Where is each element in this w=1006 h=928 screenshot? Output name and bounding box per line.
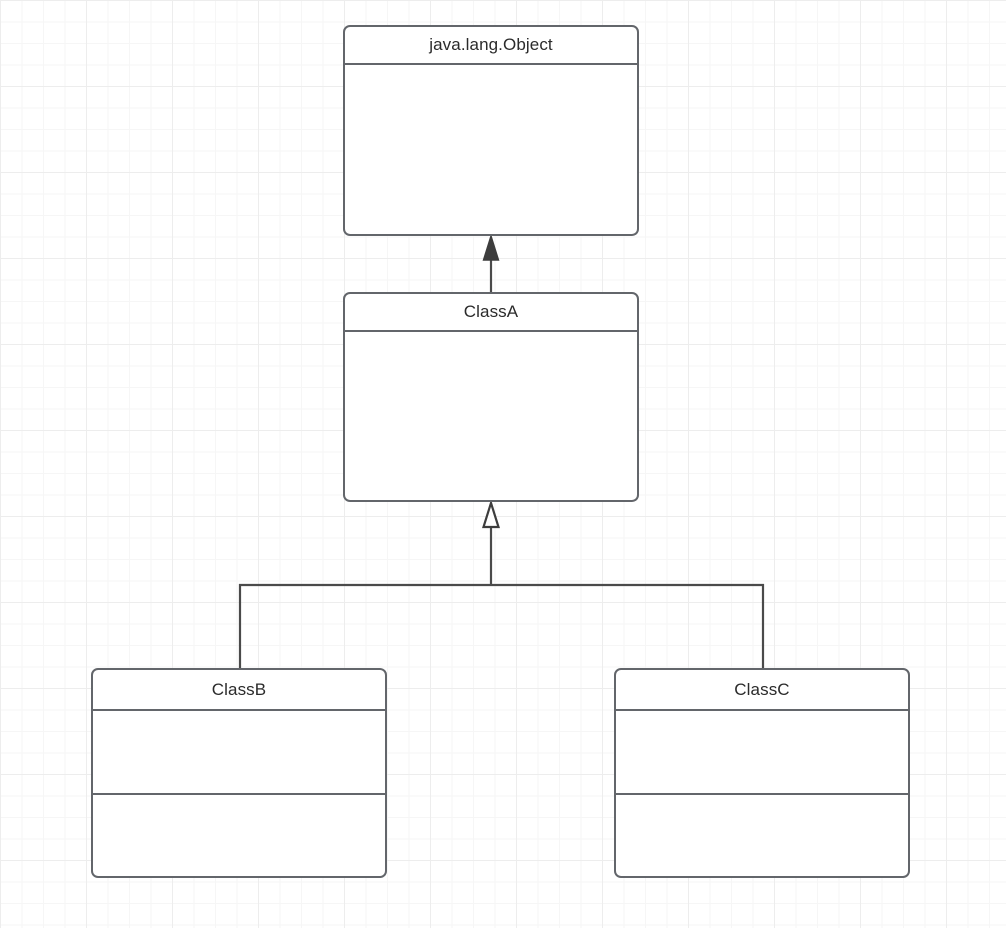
uml-class-box-classA[interactable]: ClassA	[343, 292, 639, 502]
class-name-classA: ClassA	[345, 294, 637, 332]
filled-triangle-arrowhead	[482, 233, 500, 261]
uml-class-box-classC[interactable]: ClassC	[614, 668, 910, 878]
uml-class-box-object[interactable]: java.lang.Object	[343, 25, 639, 236]
class-compartment-classC-operations	[616, 795, 908, 876]
class-name-classB: ClassB	[93, 670, 385, 711]
edge-classBC-to-classA[interactable]	[238, 499, 765, 668]
uml-class-box-classB[interactable]: ClassB	[91, 668, 387, 878]
class-compartment-classA-attributes	[345, 332, 637, 500]
hollow-triangle-arrowhead	[482, 499, 500, 529]
class-compartment-classB-attributes	[93, 711, 385, 795]
class-compartment-object-attributes	[345, 65, 637, 234]
class-compartment-classB-operations	[93, 795, 385, 876]
class-name-classC: ClassC	[616, 670, 908, 711]
class-name-object: java.lang.Object	[345, 27, 637, 65]
class-compartment-classC-attributes	[616, 711, 908, 795]
edge-classA-to-object[interactable]	[482, 233, 500, 292]
